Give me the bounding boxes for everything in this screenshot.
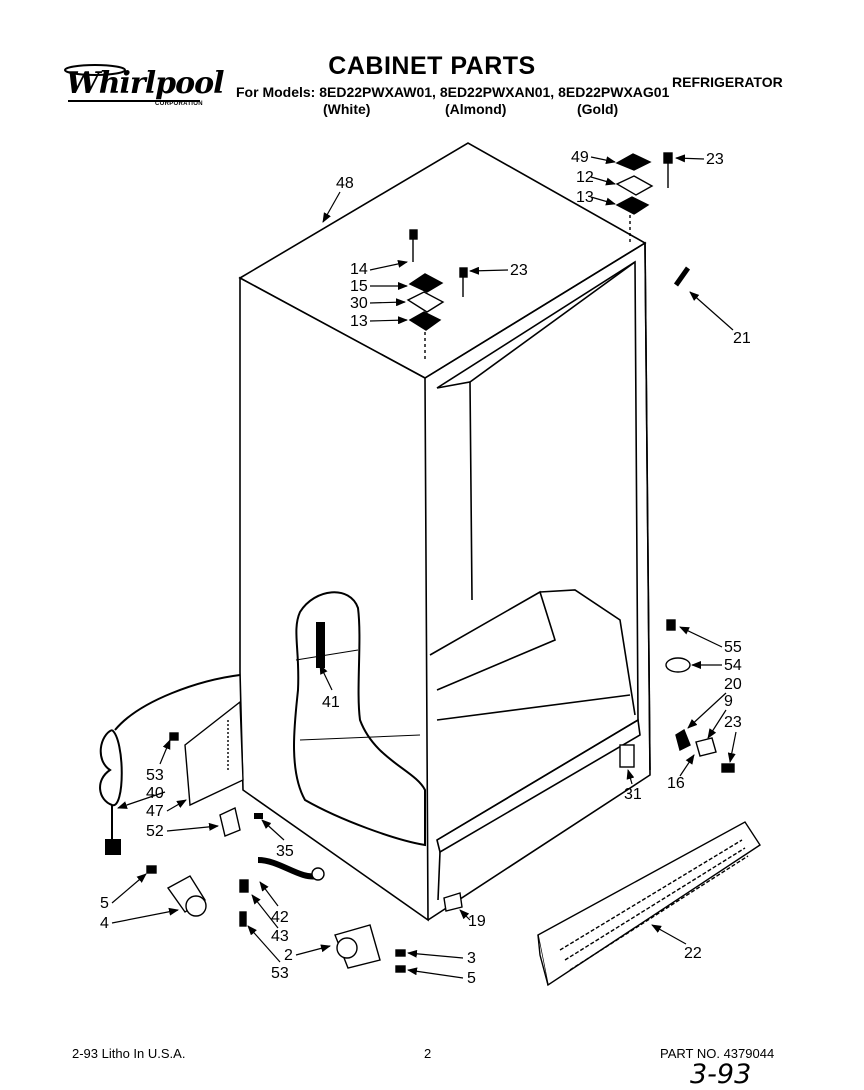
callout-52: 52: [146, 823, 164, 840]
callout-30: 30: [350, 295, 368, 312]
callout-43: 43: [271, 928, 289, 945]
whirlpool-logo: Whirlpool: [66, 66, 224, 101]
part-21-tube: [673, 266, 691, 287]
toe-grille-22: [537, 821, 761, 987]
callout-22: 22: [684, 945, 702, 962]
callout-15: 15: [350, 278, 368, 295]
part-19: [443, 892, 463, 912]
handwritten-date: 3-93: [690, 1059, 752, 1090]
hinge-top-left: [406, 229, 468, 362]
callout-4: 4: [100, 915, 109, 932]
callout-41: 41: [322, 694, 340, 711]
callout-13: 13: [350, 313, 368, 330]
litho-note: 2-93 Litho In U.S.A.: [72, 1046, 186, 1061]
callout-3: 3: [467, 950, 476, 967]
cabinet-48: [238, 142, 651, 922]
roller-4: [146, 865, 207, 917]
callout-labels: 48 49 12 13 23 14 15 30 13 23 21 41 55 5…: [100, 149, 751, 987]
models-line: For Models: 8ED22PWXAW01, 8ED22PWXAN01, …: [236, 84, 670, 100]
logo-swoosh: [64, 64, 200, 102]
callout-47: 47: [146, 803, 164, 820]
page-number: 2: [424, 1046, 432, 1061]
roller-2: [334, 924, 406, 973]
callout-16: 16: [667, 775, 685, 792]
callout-35: 35: [276, 843, 294, 860]
logo-corporation-text: CORPORATION: [155, 101, 203, 107]
callout-53: 53: [271, 965, 289, 982]
appliance-type: REFRIGERATOR: [672, 74, 783, 90]
callout-31: 31: [624, 786, 642, 803]
leveling-rod-42: [239, 857, 325, 927]
hinge-bottom-right: [619, 619, 735, 773]
screw-35: [254, 813, 263, 819]
callout-49: 49: [571, 149, 589, 166]
color-almond: (Almond): [445, 101, 507, 117]
callout-21: 21: [733, 330, 751, 347]
part-number: PART NO. 4379044: [660, 1046, 775, 1061]
callout-5: 5: [467, 970, 476, 987]
page-title: CABINET PARTS: [328, 52, 536, 80]
callout-19: 19: [468, 913, 486, 930]
cutaway-insulation: [293, 591, 426, 847]
back-panel: [169, 700, 244, 807]
callout-13: 13: [576, 189, 594, 206]
callout-12: 12: [576, 169, 594, 186]
callout-53: 53: [146, 767, 164, 784]
callout-14: 14: [350, 261, 368, 278]
callout-48: 48: [336, 175, 354, 192]
callout-9: 9: [724, 693, 733, 710]
color-white: (White): [323, 101, 371, 117]
callout-23: 23: [724, 714, 742, 731]
callout-42: 42: [271, 909, 289, 926]
bracket-52: [219, 806, 241, 837]
callout-23: 23: [510, 262, 528, 279]
callout-40: 40: [146, 785, 164, 802]
color-gold: (Gold): [577, 101, 619, 117]
hinge-top-right: [615, 152, 673, 245]
leader-arrows: [111, 154, 737, 979]
power-cord-40: [99, 674, 241, 855]
callout-2: 2: [284, 947, 293, 964]
callout-54: 54: [724, 657, 742, 674]
callout-23: 23: [706, 151, 724, 168]
callout-55: 55: [724, 639, 742, 656]
callout-20: 20: [724, 676, 742, 693]
callout-5: 5: [100, 895, 109, 912]
